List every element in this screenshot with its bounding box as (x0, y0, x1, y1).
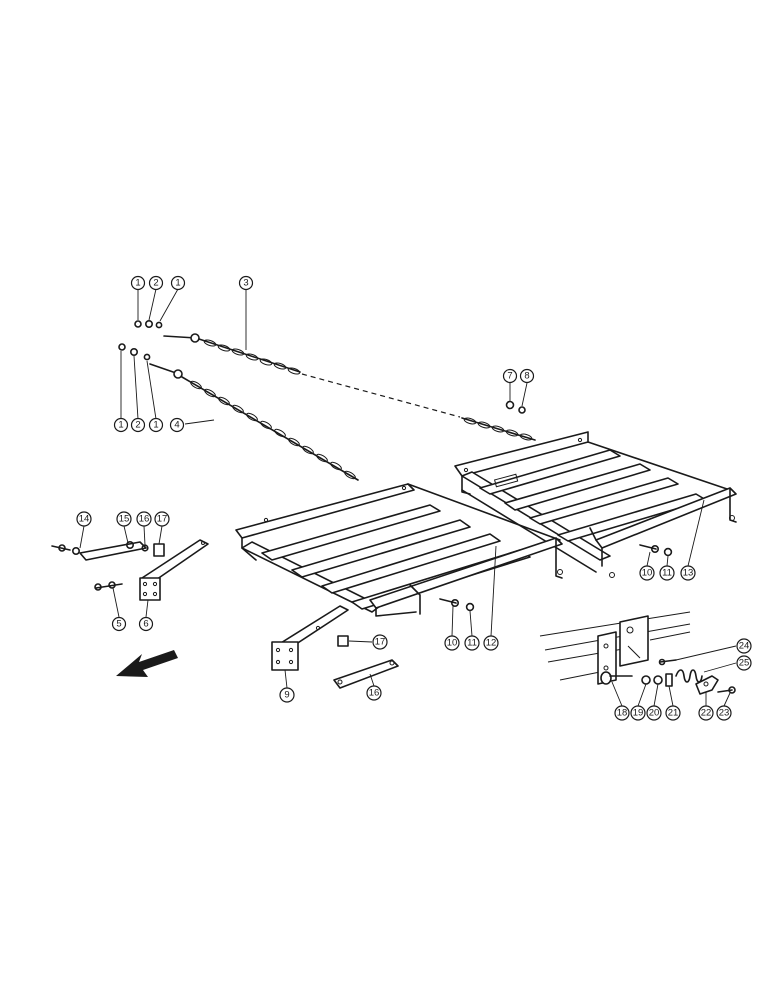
svg-text:6: 6 (143, 619, 148, 630)
callout-22: 22 (698, 705, 714, 721)
callout-15: 15 (116, 511, 132, 527)
callout-1-bottom-a: 1 (113, 417, 129, 433)
leader-lines (79, 288, 737, 707)
direction-arrow-icon (116, 650, 178, 677)
callout-11-center: 11 (464, 635, 480, 651)
callout-7: 7 (502, 368, 518, 384)
callout-10-center: 10 (444, 635, 460, 651)
svg-text:3: 3 (243, 278, 248, 289)
callout-17-center: 17 (372, 634, 388, 650)
svg-text:21: 21 (668, 708, 679, 719)
callout-19: 19 (630, 705, 646, 721)
callout-21: 21 (665, 705, 681, 721)
callout-8: 8 (519, 368, 535, 384)
svg-text:20: 20 (649, 708, 660, 719)
svg-text:11: 11 (467, 638, 477, 649)
callout-14: 14 (76, 511, 92, 527)
callout-1-top-a: 1 (130, 275, 146, 291)
svg-text:4: 4 (174, 420, 179, 431)
bracket-9-assembly (271, 605, 399, 689)
svg-text:22: 22 (701, 708, 712, 719)
frame-12 (235, 483, 563, 617)
detail-inset (539, 611, 736, 695)
callout-11-right: 11 (659, 565, 675, 581)
svg-text:10: 10 (642, 568, 653, 579)
hitch-assembly-left (51, 539, 209, 601)
callout-17-left: 17 (154, 511, 170, 527)
frame-13 (454, 431, 737, 578)
svg-text:15: 15 (119, 514, 130, 525)
svg-text:8: 8 (524, 371, 529, 382)
callout-5: 5 (111, 616, 127, 632)
callout-20: 20 (646, 705, 662, 721)
svg-text:25: 25 (739, 658, 750, 669)
callout-6: 6 (138, 616, 154, 632)
svg-text:1: 1 (153, 420, 158, 431)
svg-text:1: 1 (118, 420, 123, 431)
svg-text:17: 17 (157, 514, 168, 525)
callout-18: 18 (614, 705, 630, 721)
callout-4: 4 (169, 417, 185, 433)
svg-text:23: 23 (719, 708, 730, 719)
svg-text:24: 24 (739, 641, 750, 652)
svg-text:2: 2 (135, 420, 140, 431)
callout-23: 23 (716, 705, 732, 721)
svg-text:11: 11 (662, 568, 672, 579)
svg-text:12: 12 (486, 638, 497, 649)
callout-25: 25 (736, 655, 752, 671)
callout-1-top-b: 1 (170, 275, 186, 291)
callout-24: 24 (736, 638, 752, 654)
chain-3 (163, 333, 536, 441)
svg-text:16: 16 (139, 514, 150, 525)
svg-text:16: 16 (369, 688, 380, 699)
svg-text:17: 17 (375, 637, 386, 648)
svg-text:1: 1 (175, 278, 180, 289)
svg-text:7: 7 (507, 371, 512, 382)
callout-12: 12 (483, 635, 499, 651)
callout-2-top: 2 (148, 275, 164, 291)
callout-2-bottom: 2 (130, 417, 146, 433)
callout-1-bottom-b: 1 (148, 417, 164, 433)
svg-text:1: 1 (135, 278, 140, 289)
chain-end-hardware (118, 319, 526, 414)
callout-13: 13 (680, 565, 696, 581)
svg-text:18: 18 (617, 708, 628, 719)
svg-text:10: 10 (447, 638, 458, 649)
svg-text:9: 9 (284, 690, 289, 701)
callout-9: 9 (279, 687, 295, 703)
svg-text:14: 14 (79, 514, 90, 525)
svg-text:5: 5 (116, 619, 121, 630)
svg-text:2: 2 (153, 278, 158, 289)
svg-text:19: 19 (633, 708, 644, 719)
svg-text:13: 13 (683, 568, 694, 579)
callout-16-center: 16 (366, 685, 382, 701)
callout-16-left: 16 (136, 511, 152, 527)
callout-3: 3 (238, 275, 254, 291)
chain-4 (149, 363, 359, 481)
callout-10-right: 10 (639, 565, 655, 581)
